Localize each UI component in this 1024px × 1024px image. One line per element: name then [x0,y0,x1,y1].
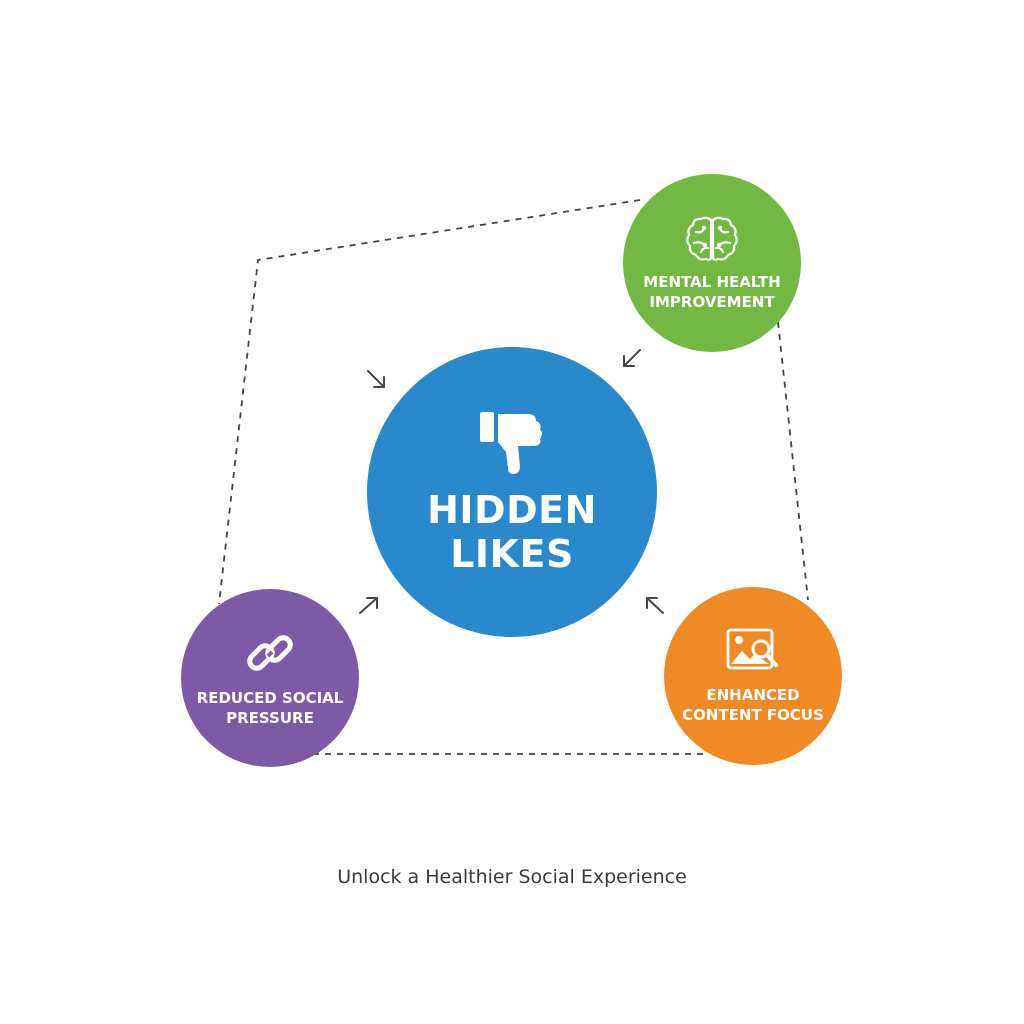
broken-link-icon [247,635,293,671]
dashed-frame-top-left [218,199,641,605]
dashed-frame-right [777,321,809,601]
node-enhanced-content-focus: ENHANCED CONTENT FOCUS [664,587,842,765]
node-mental-health-improvement: MENTAL HEALTH IMPROVEMENT [623,174,801,352]
brain-icon [686,216,738,261]
node-mental-health-label: MENTAL HEALTH IMPROVEMENT [643,273,781,311]
arrow-top-left [367,370,385,388]
center-node-hidden-likes: HIDDEN LIKES [367,347,657,637]
center-node-label: HIDDEN LIKES [427,488,597,576]
thumbs-down-icon [480,412,542,474]
node-content-focus-label: ENHANCED CONTENT FOCUS [682,686,824,724]
arrow-bottom-left [359,597,378,614]
arrow-top-right [623,349,641,367]
image-search-icon [726,628,778,670]
arrow-bottom-right [646,597,664,614]
node-social-pressure-label: REDUCED SOCIAL PRESSURE [196,689,344,727]
diagram-caption: Unlock a Healthier Social Experience [337,866,687,888]
node-reduced-social-pressure: REDUCED SOCIAL PRESSURE [181,589,359,767]
